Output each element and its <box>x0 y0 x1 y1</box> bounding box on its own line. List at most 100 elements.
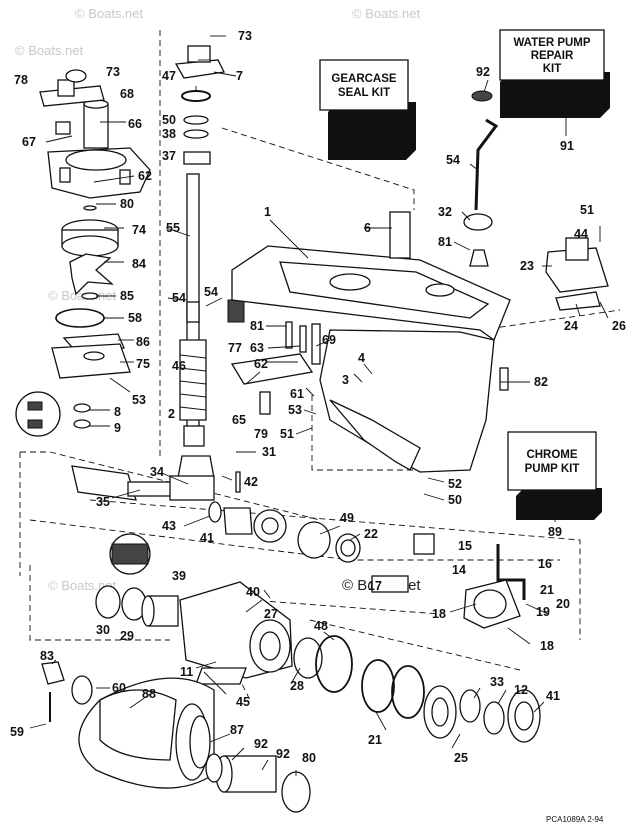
kit-label-line: SEAL KIT <box>338 87 390 99</box>
callout-86: 88 <box>142 687 156 701</box>
retaining-rings <box>315 635 425 719</box>
callout-25: 24 <box>564 319 578 333</box>
callout-32: 31 <box>262 445 276 459</box>
callout-70: 68 <box>120 87 134 101</box>
callout-15: 16 <box>538 557 552 571</box>
kit-gearcase-seal: GEARCASE SEAL KIT <box>319 59 416 160</box>
pump-plates <box>51 308 131 379</box>
callout-44: 43 <box>162 519 176 533</box>
callout-76: 79 <box>254 427 268 441</box>
callout-14: 15 <box>458 539 472 553</box>
callout-22: 21 <box>368 733 382 747</box>
callout-39: 39 <box>172 569 186 583</box>
cover-plate <box>545 226 609 311</box>
callout-66: 63 <box>250 341 264 355</box>
callout-28: 27 <box>264 607 278 621</box>
callout-80: 82 <box>534 375 548 389</box>
callout-13: 14 <box>452 563 466 577</box>
callout-48: 47 <box>162 69 176 83</box>
gearcase-housing <box>231 211 511 473</box>
water-tube-parts <box>463 90 499 267</box>
callout-36: 35 <box>96 495 110 509</box>
callout-33: 32 <box>438 205 452 219</box>
callout-20: 20 <box>556 597 570 611</box>
callout-89: 89 <box>548 525 562 539</box>
callout-2: 2 <box>168 407 175 421</box>
watermark: © Boats.net <box>75 6 144 21</box>
top-bearing-stack <box>174 35 226 165</box>
callout-84: 86 <box>136 335 150 349</box>
callout-16: 17 <box>368 579 382 593</box>
callout-11: 11 <box>180 665 193 679</box>
callout-62: 60 <box>112 681 126 695</box>
callout-61: 59 <box>10 725 24 739</box>
leader-lines <box>29 59 609 776</box>
callout-45: 44 <box>574 227 588 241</box>
callout-1: 1 <box>264 205 271 219</box>
callout-73b: 75 <box>136 357 150 371</box>
propeller-shaft <box>71 465 361 563</box>
callout-69: 67 <box>22 135 36 149</box>
callout-56: 54 <box>204 285 218 299</box>
callout-26: 25 <box>454 751 468 765</box>
callout-19: 19 <box>536 605 550 619</box>
callout-49: 48 <box>314 619 328 633</box>
callout-numbers: 73 7 47 50 38 37 55 54 54 46 2 31 34 35 … <box>10 29 626 824</box>
callout-41: 41 <box>546 689 560 703</box>
callout-23: 22 <box>364 527 378 541</box>
callout-53b: 50 <box>448 493 462 507</box>
callout-7: 8 <box>114 405 121 419</box>
callout-53: 51 <box>280 427 294 441</box>
callout-55: 53 <box>132 393 146 407</box>
driveshaft <box>177 173 215 491</box>
callout-18: 18 <box>540 639 554 653</box>
linkage-parts <box>371 533 526 629</box>
callout-73: 74 <box>132 223 146 237</box>
callout-12: 12 <box>514 683 528 697</box>
callout-91: 91 <box>560 139 574 153</box>
callout-81: 83 <box>40 649 54 663</box>
callout-3: 3 <box>342 373 349 387</box>
callout-8: 9 <box>114 421 121 435</box>
thrust-parts <box>423 685 541 743</box>
bearing-carrier <box>179 581 323 685</box>
callout-65b: 62 <box>254 357 268 371</box>
kit-label-line: GEARCASE <box>331 73 397 85</box>
pump-cap <box>39 69 105 135</box>
callout-72: 73 <box>106 65 120 79</box>
callout-80b: 81 <box>250 319 264 333</box>
drawing-code: PCA1089A 2-94 <box>546 815 604 824</box>
kit-label-line: KIT <box>543 63 562 75</box>
impeller <box>61 205 119 300</box>
callout-31: 30 <box>96 623 110 637</box>
callout-57: 54 <box>172 291 186 305</box>
callout-74: 77 <box>228 341 242 355</box>
kit-label-line: PUMP KIT <box>525 463 580 475</box>
callout-63: 61 <box>290 387 304 401</box>
callout-79: 81 <box>438 235 452 249</box>
callout-92: 92 <box>476 65 490 79</box>
callout-29: 28 <box>290 679 304 693</box>
callout-52: 51 <box>580 203 594 217</box>
callout-67: 65 <box>232 413 246 427</box>
callout-37: 37 <box>162 149 176 163</box>
callout-77: 80 <box>302 751 316 765</box>
callout-88: 92 <box>254 737 268 751</box>
callout-71: 69 <box>322 333 336 347</box>
callout-35: 34 <box>150 465 164 479</box>
callout-27: 26 <box>612 319 626 333</box>
propeller <box>78 677 311 813</box>
callout-17: 18 <box>432 607 446 621</box>
kit-label-line: WATER PUMP <box>513 37 590 49</box>
prop-nut <box>41 661 93 722</box>
callout-46: 45 <box>236 695 250 709</box>
callout-90: 90 <box>370 149 384 163</box>
callout-47: 46 <box>172 359 186 373</box>
callout-60: 58 <box>128 311 142 325</box>
callout-83: 85 <box>120 289 134 303</box>
